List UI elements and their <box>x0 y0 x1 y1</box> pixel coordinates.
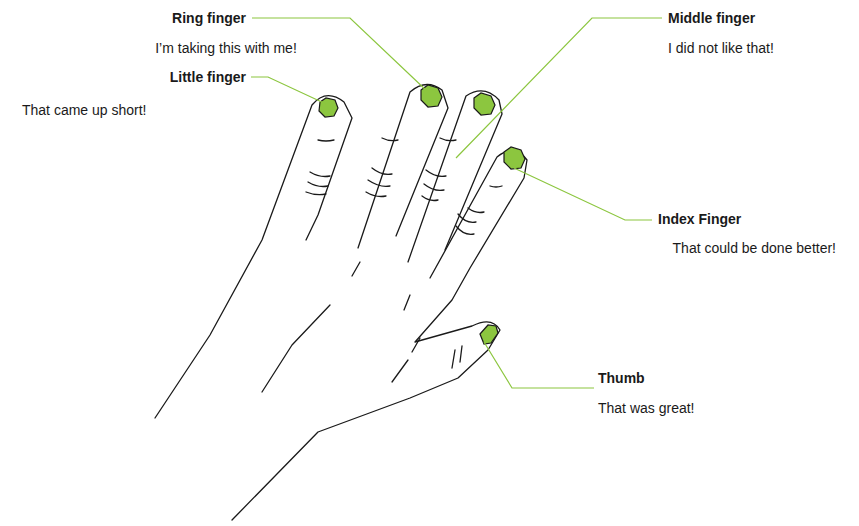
finger-meaning: That was great! <box>598 400 695 417</box>
leader-line <box>514 168 652 220</box>
finger-name: Thumb <box>598 370 645 387</box>
finger-name: Ring finger <box>172 10 246 27</box>
finger-meaning: That came up short! <box>22 102 147 119</box>
leader-line <box>484 342 594 388</box>
finger-name: Index Finger <box>658 211 741 228</box>
leader-line <box>456 18 662 158</box>
finger-meaning: That could be done better! <box>673 240 836 257</box>
finger-meaning: I’m taking this with me! <box>155 40 297 57</box>
finger-meaning: I did not like that! <box>668 40 774 57</box>
finger-name: Middle finger <box>668 10 755 27</box>
finger-name: Little finger <box>170 69 246 86</box>
leader-line <box>251 77 326 104</box>
